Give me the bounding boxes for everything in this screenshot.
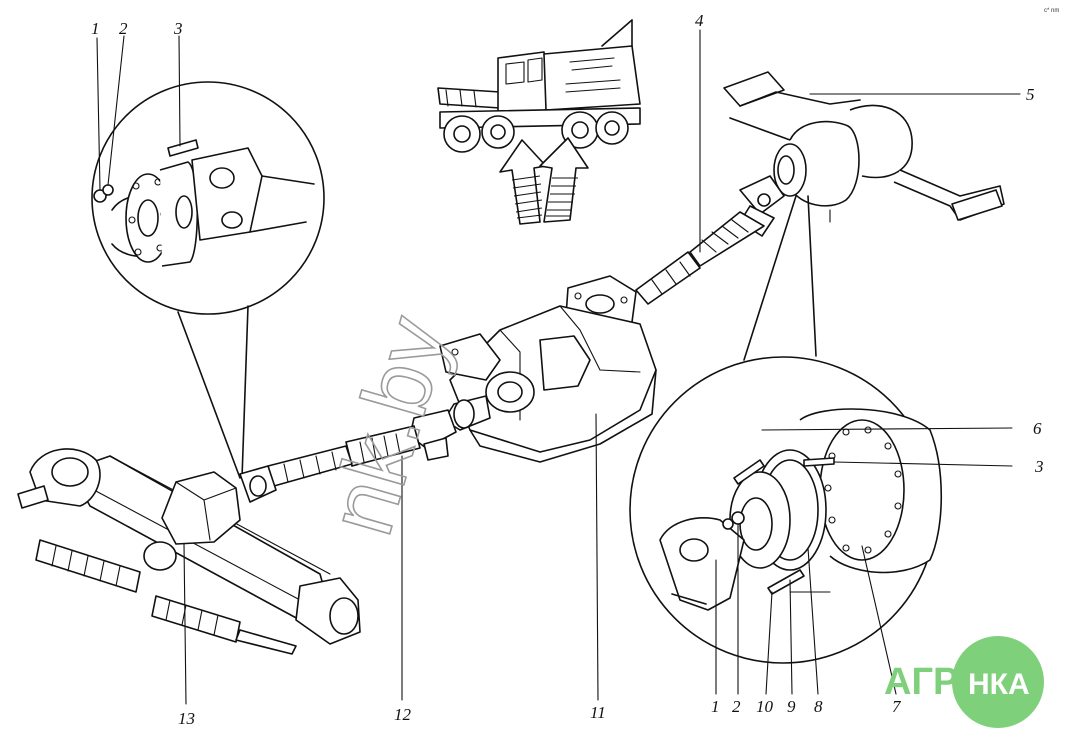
rear-axle-housing bbox=[723, 71, 1005, 361]
callout-3-top: 3 bbox=[173, 19, 183, 38]
callout-2-bottom: 2 bbox=[732, 697, 741, 716]
callout-8: 8 bbox=[814, 697, 823, 716]
detail-circle-bottom-right bbox=[629, 356, 1013, 695]
callout-1-top: 1 bbox=[91, 19, 100, 38]
callout-3-right: 3 bbox=[1034, 457, 1044, 476]
agronka-logo: АГРО НКА bbox=[884, 636, 1044, 728]
callout-6: 6 bbox=[1033, 419, 1042, 438]
callout-labels: 1 2 3 4 5 6 3 7 8 9 10 2 1 11 12 13 bbox=[91, 11, 1044, 728]
leader-lines bbox=[183, 29, 1021, 705]
callout-5: 5 bbox=[1026, 85, 1035, 104]
callout-4: 4 bbox=[695, 11, 704, 30]
logo-circle bbox=[952, 636, 1044, 728]
front-axle-housing bbox=[17, 448, 361, 655]
excavator-pictogram bbox=[437, 19, 641, 225]
transfer-gearbox bbox=[439, 275, 657, 463]
callout-9: 9 bbox=[787, 697, 796, 716]
corner-mark: c* nm bbox=[1044, 8, 1059, 14]
callout-7: 7 bbox=[892, 697, 902, 716]
upper-cardan-shaft bbox=[635, 175, 785, 305]
callout-11: 11 bbox=[590, 703, 606, 722]
callout-13: 13 bbox=[178, 709, 195, 728]
callout-12: 12 bbox=[394, 705, 412, 724]
callout-10: 10 bbox=[756, 697, 774, 716]
logo-inner-text: НКА bbox=[968, 668, 1030, 701]
callout-2-top: 2 bbox=[119, 19, 128, 38]
callout-1-bottom: 1 bbox=[711, 697, 720, 716]
lower-cardan-shaft bbox=[239, 409, 457, 503]
detail-circle-top-left bbox=[91, 35, 325, 479]
